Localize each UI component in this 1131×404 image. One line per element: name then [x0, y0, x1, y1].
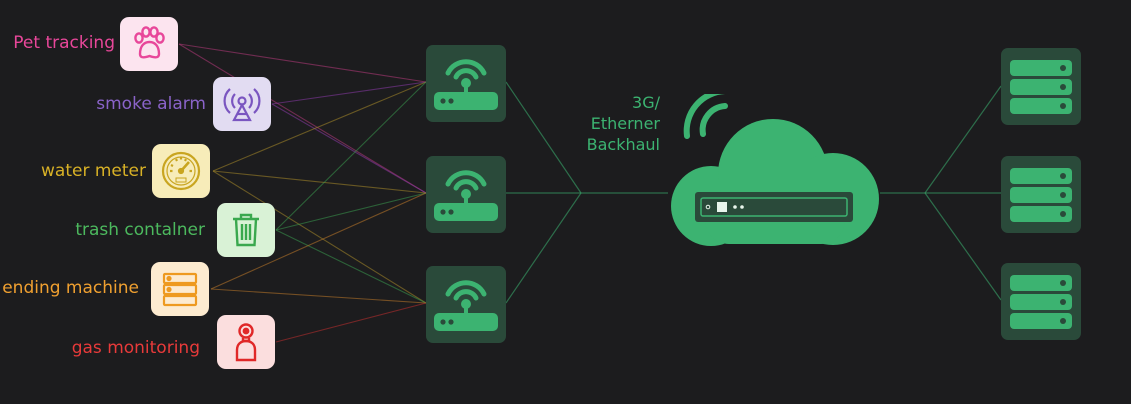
- backhaul-label: 3G/ Etherner Backhaul: [586, 93, 660, 154]
- vending-machine-icon: [162, 272, 198, 307]
- device-gateway-link: [178, 43, 427, 83]
- gateway-tile: [426, 156, 506, 233]
- device-gateway-link: [210, 288, 427, 304]
- device-tile-trash-container: [217, 203, 275, 257]
- device-label-smoke-alarm: smoke alarm: [96, 94, 206, 114]
- gateway-tile: [426, 45, 506, 122]
- cloud-server-link: [924, 192, 1002, 301]
- server-tile: [1001, 48, 1081, 125]
- device-tile-water-meter: [152, 144, 210, 198]
- device-tile-gas-monitoring: [217, 315, 275, 369]
- device-gateway-link: [212, 170, 427, 194]
- device-gateway-link: [275, 229, 427, 304]
- device-label-water-meter: water meter: [41, 161, 146, 181]
- gateway-backhaul-link: [505, 192, 582, 304]
- device-label-vending-machine: ending machine: [2, 278, 139, 298]
- server-stack-icon: [1010, 275, 1072, 329]
- wifi-router-icon: [434, 280, 498, 331]
- device-gateway-link: [212, 170, 427, 304]
- device-tile-pet-tracking: [120, 17, 178, 71]
- wifi-router-icon: [434, 59, 498, 110]
- paw-icon: [134, 26, 165, 59]
- device-tile-smoke-alarm: [213, 77, 271, 131]
- device-gateway-link: [275, 192, 427, 231]
- device-gateway-link: [275, 302, 427, 343]
- wifi-router-icon: [434, 170, 498, 221]
- signal-tower-icon: [223, 88, 261, 122]
- server-stack-icon: [1010, 60, 1072, 114]
- gauge-icon: [161, 151, 201, 191]
- cloud-server-link: [924, 85, 1002, 194]
- device-gateway-link: [212, 81, 427, 172]
- device-label-trash-container: trash contalner: [75, 220, 205, 240]
- device-gateway-link: [210, 192, 427, 290]
- gateway-tile: [426, 266, 506, 343]
- device-tile-vending-machine: [151, 262, 209, 316]
- device-gateway-link: [178, 43, 427, 194]
- device-gateway-link: [271, 103, 427, 194]
- device-label-gas-monitoring: gas monitoring: [71, 338, 200, 358]
- gateway-backhaul-link: [505, 81, 582, 194]
- device-gateway-link: [275, 81, 427, 231]
- server-tile: [1001, 263, 1081, 340]
- trash-can-icon: [233, 213, 259, 247]
- gas-cylinder-icon: [235, 323, 257, 362]
- server-tile: [1001, 156, 1081, 233]
- server-stack-icon: [1010, 168, 1072, 222]
- device-label-pet-tracking: Pet tracking: [13, 33, 115, 53]
- device-gateway-link: [271, 81, 427, 105]
- cloud-server-icon: [671, 94, 879, 246]
